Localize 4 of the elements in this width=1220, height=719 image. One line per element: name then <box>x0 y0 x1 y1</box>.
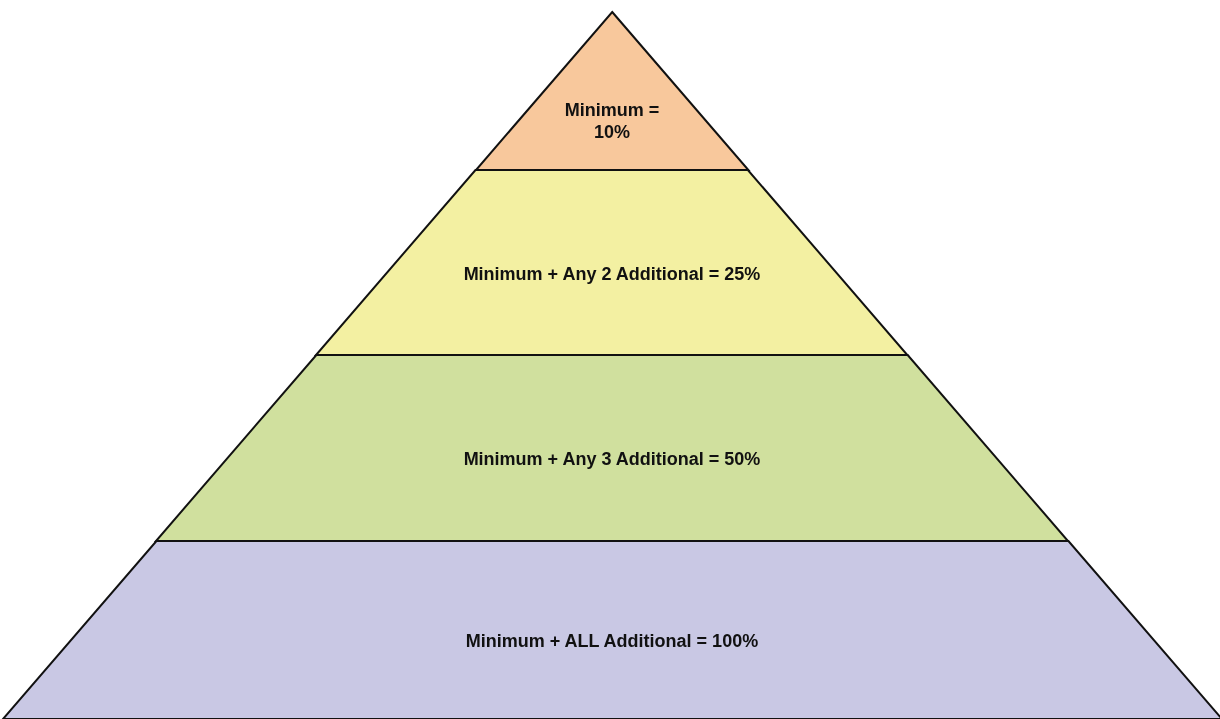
tier-label: Minimum = 10% <box>563 98 661 143</box>
tier-label: Minimum + Any 3 Additional = 50% <box>462 448 762 470</box>
tier-label: Minimum + ALL Additional = 100% <box>464 630 760 652</box>
tier-label: Minimum + Any 2 Additional = 25% <box>462 262 762 285</box>
